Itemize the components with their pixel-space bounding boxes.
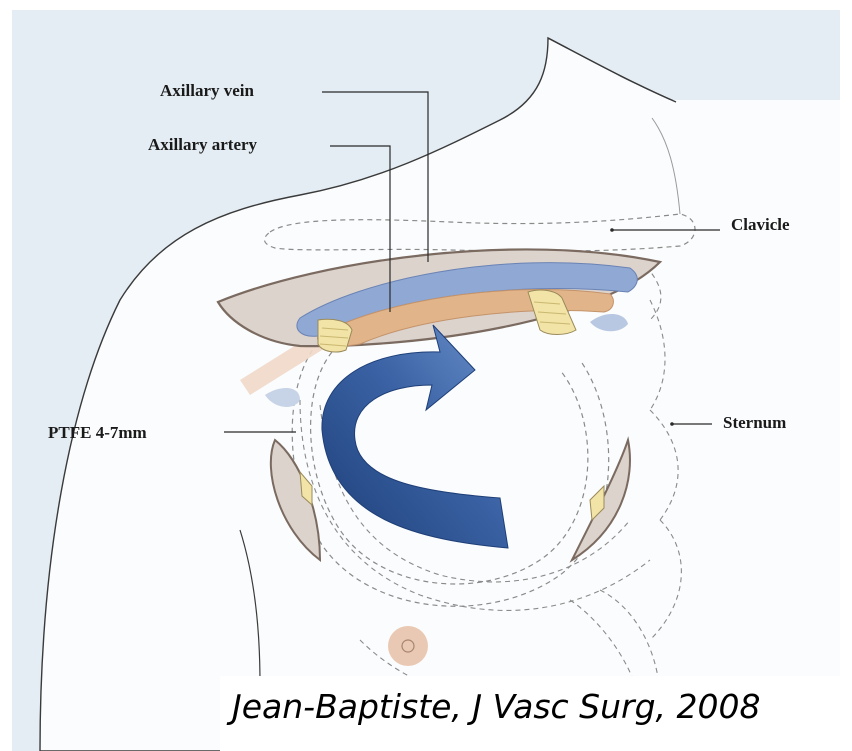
graft-end-left <box>318 319 352 352</box>
citation-text: Jean-Baptiste, J Vasc Surg, 2008 <box>232 690 760 723</box>
clavicle-label: Clavicle <box>731 216 790 233</box>
ptfe-graft-label: PTFE 4-7mm <box>48 424 147 441</box>
sternum-label: Sternum <box>723 414 786 431</box>
nipple <box>388 626 428 666</box>
axillary-artery-label: Axillary artery <box>148 136 257 153</box>
axillary-vein-label: Axillary vein <box>160 82 254 99</box>
